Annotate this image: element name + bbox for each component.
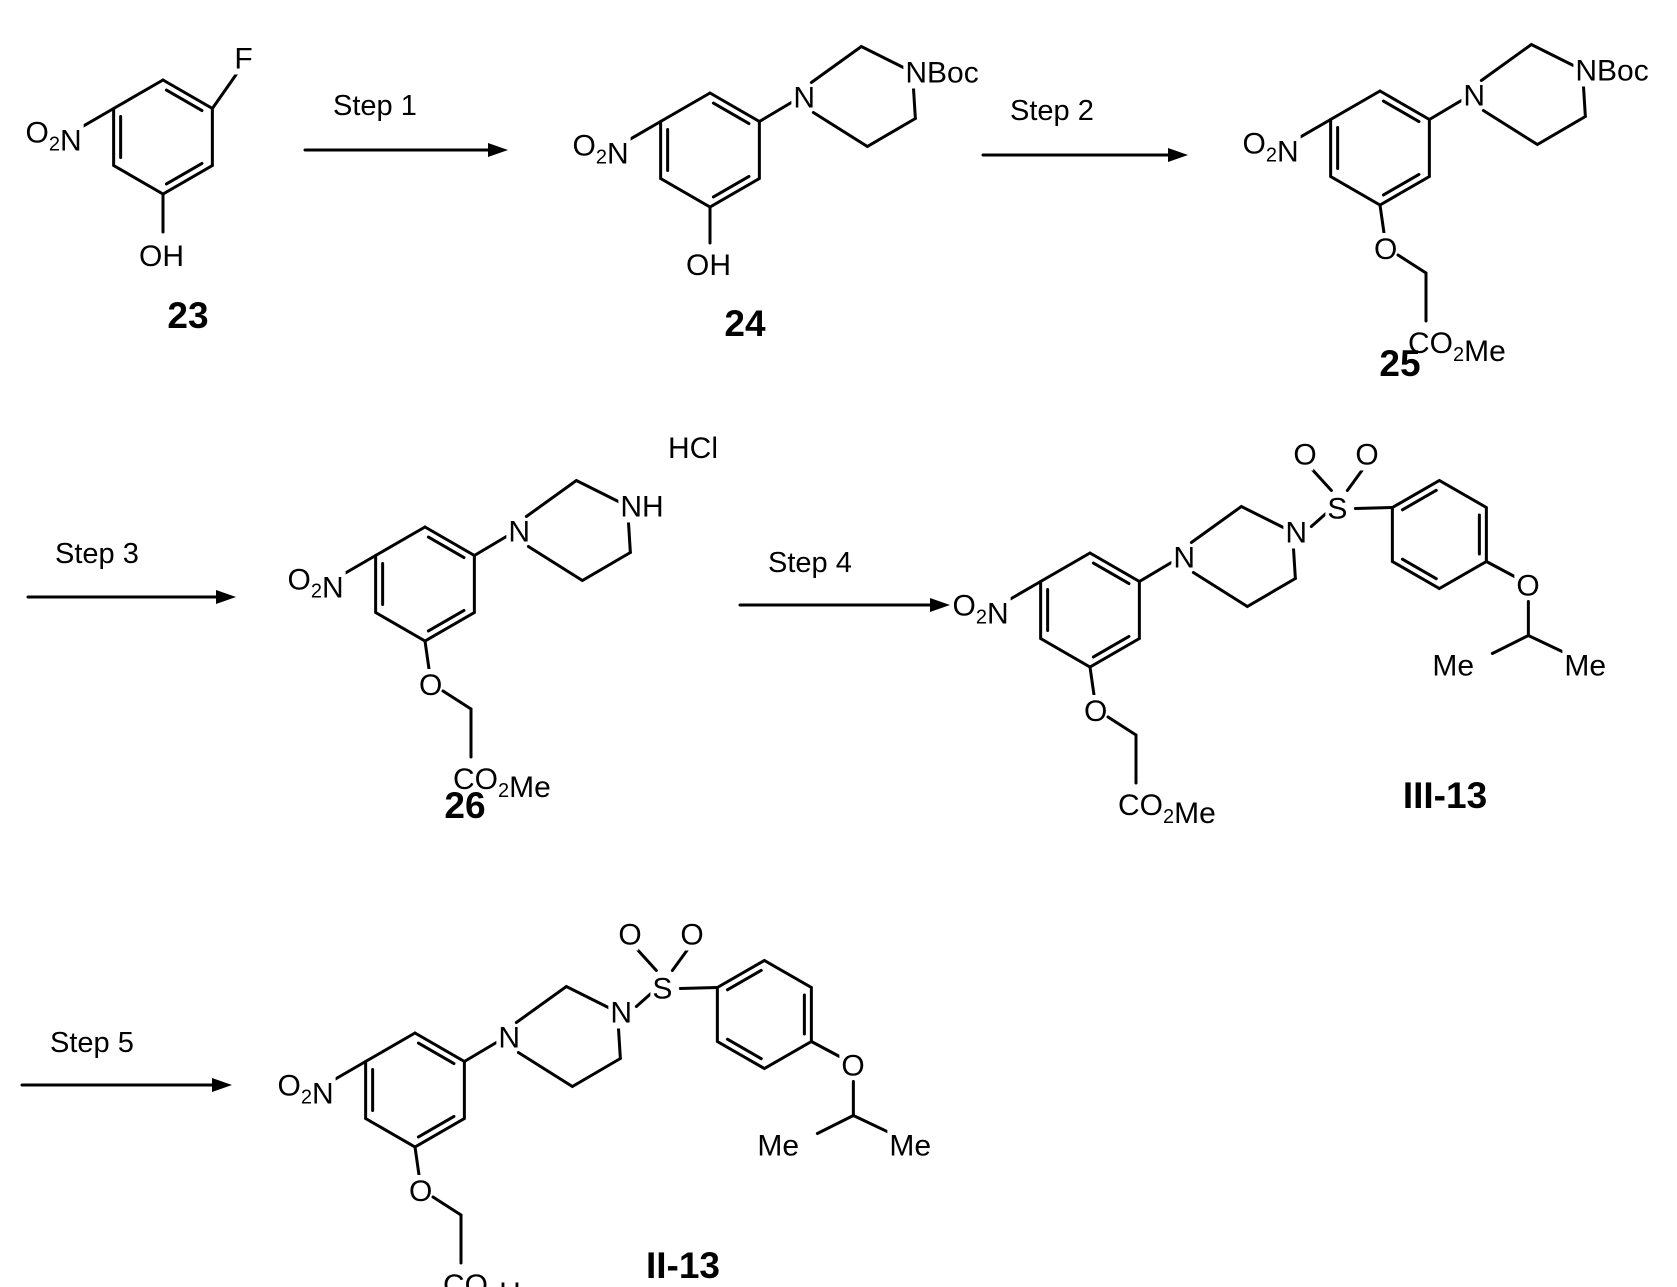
sulfonyl-oxygen-2: O: [1355, 439, 1378, 472]
piperazine-n4: NBoc: [1575, 55, 1648, 88]
sulfonyl-oxygen-2: O: [680, 919, 703, 952]
step-3-arrow-label: Step 3: [55, 538, 139, 570]
compound-26: O2NNNHHClOCO2Me26: [287, 432, 724, 826]
sulfonyl-s: S: [1327, 493, 1347, 526]
isopropoxy-oxygen: O: [1516, 570, 1539, 603]
compound-id-23: 23: [167, 295, 208, 336]
sulfonyl-oxygen-1: O: [1293, 439, 1316, 472]
hydrochloride-salt: HCl: [668, 432, 718, 465]
isopropoxy-oxygen: O: [841, 1050, 864, 1083]
methyl-2: Me: [1564, 650, 1606, 683]
ether-oxygen: O: [419, 669, 442, 702]
step-2-arrow-label: Step 2: [1010, 95, 1094, 127]
compound-25: O2NNNBocOCO2Me25: [1242, 45, 1649, 385]
compound-id-III-13: III-13: [1403, 775, 1487, 816]
piperazine-n1: N: [498, 1022, 520, 1055]
hydroxyl: OH: [139, 240, 184, 273]
compound-id-II-13: II-13: [646, 1245, 720, 1286]
piperazine-n4: NH: [620, 491, 663, 524]
piperazine-n1: N: [508, 516, 530, 549]
reaction-arrows: Step 1 Step 2 Step 3 Step 4 Step 5: [22, 90, 1188, 1092]
compound-II-13: O2NNNSOOOMeMeOCO2HII-13: [277, 919, 931, 1287]
compound-id-24: 24: [724, 303, 766, 344]
compound-id-26: 26: [444, 785, 485, 826]
sulfonyl-oxygen-1: O: [618, 919, 641, 952]
piperazine-n1: N: [1463, 80, 1485, 113]
piperazine-n4: NBoc: [905, 57, 978, 90]
sulfonyl-s: S: [652, 973, 672, 1006]
hydroxyl: OH: [686, 249, 731, 282]
step-4-arrow-label: Step 4: [768, 547, 852, 579]
compound-id-25: 25: [1379, 343, 1420, 384]
compound-24: O2NNNBocOH24: [572, 47, 979, 345]
methyl-1: Me: [757, 1130, 799, 1163]
piperazine-n4: N: [610, 997, 632, 1030]
step-5-arrow-label: Step 5: [50, 1027, 134, 1059]
ether-oxygen: O: [1084, 695, 1107, 728]
methyl-2: Me: [889, 1130, 931, 1163]
methyl-1: Me: [1432, 650, 1474, 683]
compound-III-13: O2NNNSOOOMeMeOCO2MeIII-13: [952, 439, 1606, 831]
ether-oxygen: O: [1374, 233, 1397, 266]
piperazine-n1: N: [1173, 542, 1195, 575]
piperazine-n1: N: [793, 82, 815, 115]
fluorine: F: [234, 43, 252, 76]
step-1-arrow-label: Step 1: [333, 90, 417, 122]
piperazine-n4: N: [1285, 517, 1307, 550]
ether-oxygen: O: [409, 1175, 432, 1208]
compound-23: O2NFOH23: [25, 43, 254, 337]
